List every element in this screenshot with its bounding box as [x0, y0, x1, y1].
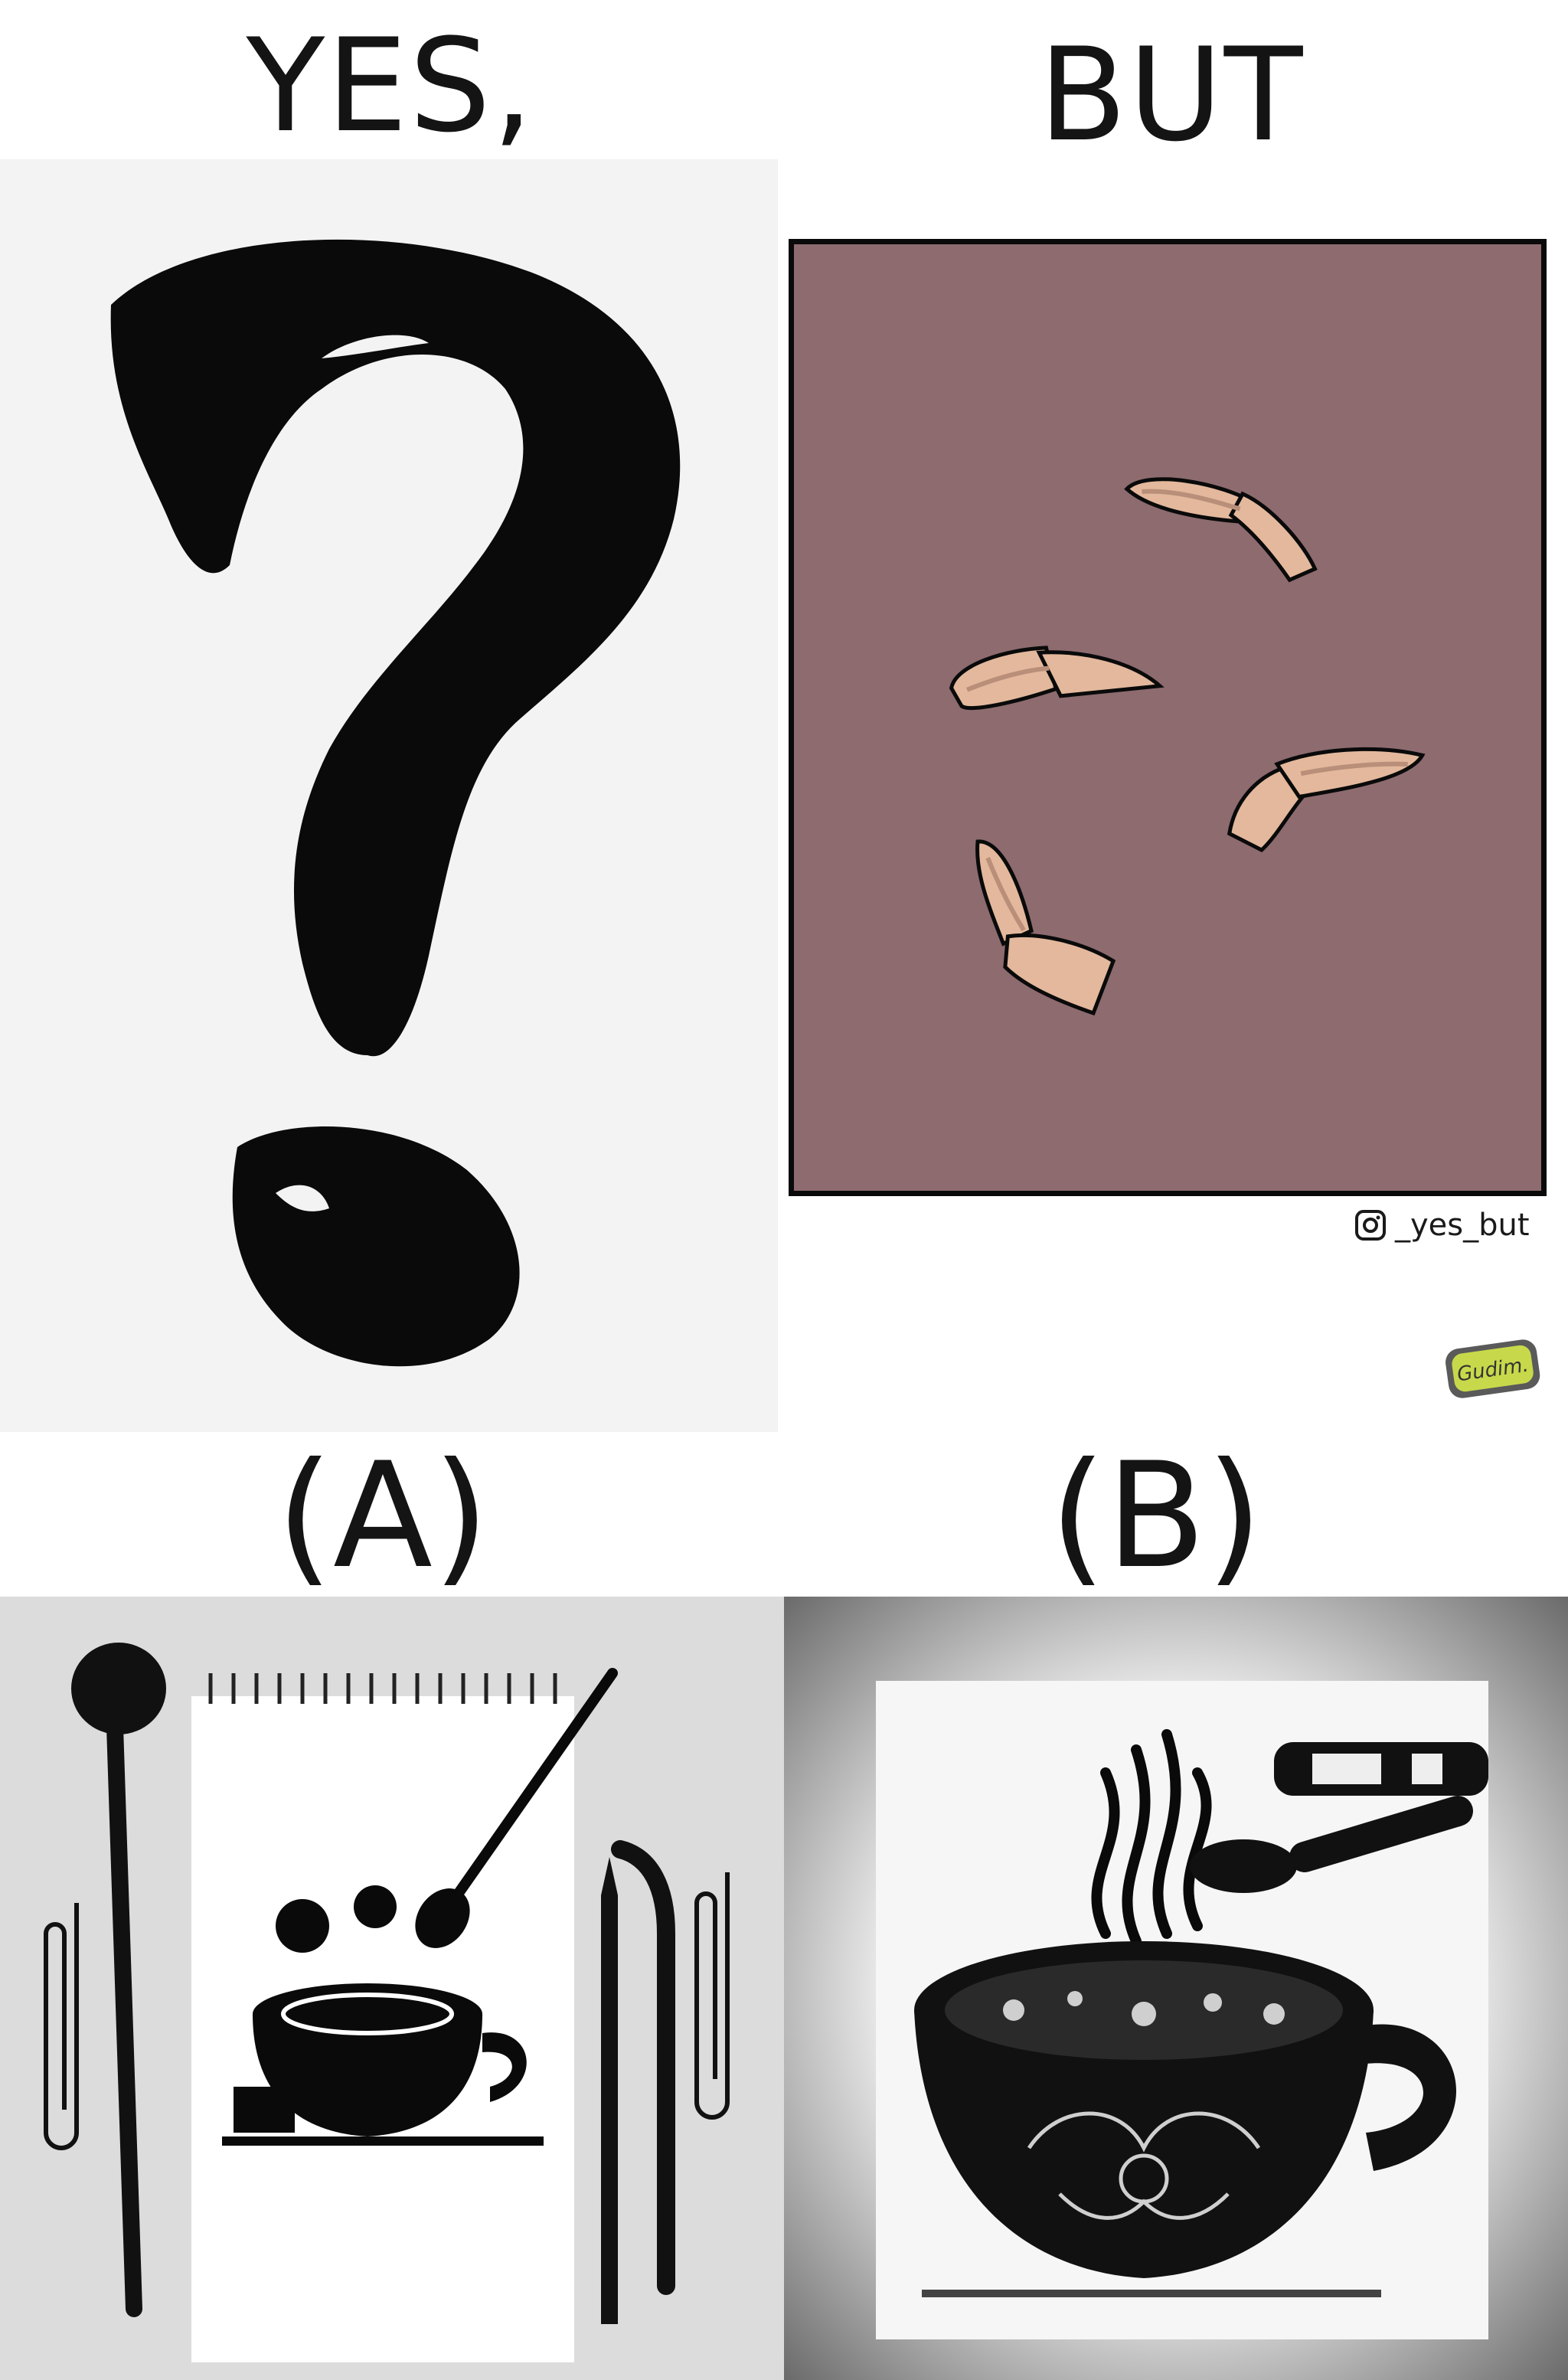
banana-peel-icon	[975, 839, 1116, 1016]
ladle-icon	[71, 1643, 166, 2317]
option-b-label: (B)	[1049, 1431, 1263, 1600]
spoon-icon	[415, 1668, 618, 1948]
credit-line: _yes_but	[1355, 1206, 1562, 1244]
option-a-image[interactable]	[0, 1597, 784, 2380]
pencil-icon	[601, 1857, 618, 2324]
option-a-label: (A)	[276, 1431, 490, 1600]
banana-peel-icon	[1124, 477, 1318, 583]
spiral-binding-icon	[208, 1673, 557, 1704]
ornate-cup-icon	[914, 1941, 1456, 2297]
yes-title: YES,	[246, 11, 535, 161]
steam-icon	[1091, 1729, 1212, 1947]
straw-icon	[611, 1840, 675, 2295]
spoon-icon	[1190, 1796, 1473, 1893]
banana-peel-icon	[949, 646, 1165, 711]
banana-peel-icon	[1227, 747, 1426, 853]
option-b-image[interactable]	[784, 1597, 1568, 2380]
but-title: BUT	[1038, 20, 1305, 170]
instagram-icon	[1355, 1210, 1386, 1241]
pepper-mill-icon	[1274, 1742, 1488, 1796]
paperclip-icon	[694, 1872, 730, 2120]
paperclip-icon	[44, 1903, 79, 2150]
question-mark-panel	[0, 159, 778, 1432]
artist-badge: Gudim.	[1439, 1332, 1547, 1409]
comic-panel	[789, 239, 1547, 1196]
question-mark-icon	[110, 239, 681, 1367]
credit-handle: _yes_but	[1395, 1208, 1530, 1243]
